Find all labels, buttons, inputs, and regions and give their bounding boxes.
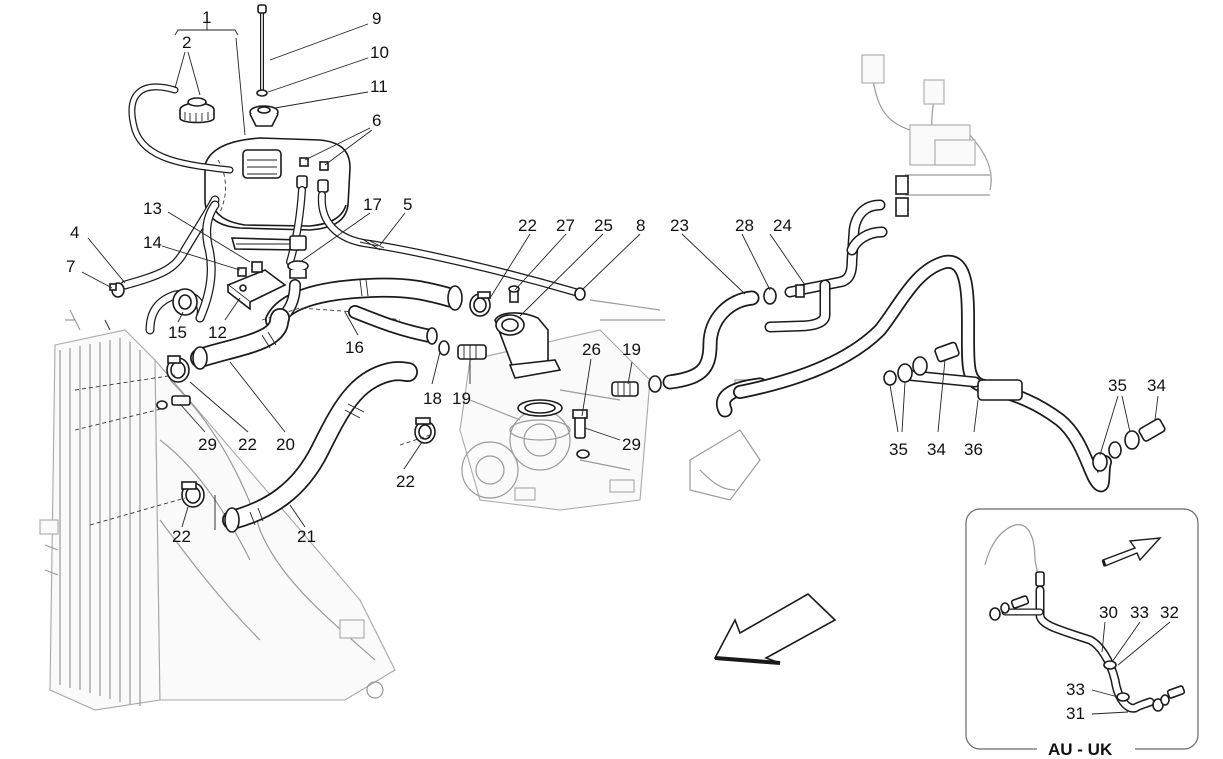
callout-34a: 34 xyxy=(927,440,946,459)
pipe-18 xyxy=(438,340,662,397)
tank-outlet-hoses xyxy=(286,186,579,296)
hose-clamps-22 xyxy=(166,291,491,508)
callout-25: 25 xyxy=(594,216,613,235)
callout-29a: 29 xyxy=(198,435,217,454)
engine-water-pump-housing xyxy=(459,299,665,511)
clamp-7 xyxy=(109,282,125,298)
callout-5: 5 xyxy=(403,195,412,214)
callout-32: 32 xyxy=(1160,603,1179,622)
bracket-12 xyxy=(226,261,287,311)
direction-arrow-large xyxy=(713,593,837,665)
heater-valve-assembly xyxy=(861,54,992,217)
callout-12: 12 xyxy=(208,323,227,342)
callout-30: 30 xyxy=(1099,603,1118,622)
callout-20: 20 xyxy=(276,435,295,454)
hose-16 xyxy=(261,277,463,345)
callout-21: 21 xyxy=(297,527,316,546)
callout-19a: 19 xyxy=(452,389,471,408)
hose-4 xyxy=(120,195,220,335)
au-uk-inset xyxy=(965,508,1199,758)
callout-22b: 22 xyxy=(238,435,257,454)
callout-8: 8 xyxy=(636,216,645,235)
callout-33b: 33 xyxy=(1066,680,1085,699)
callout-14: 14 xyxy=(143,233,162,252)
expansion-tank xyxy=(204,137,351,251)
grommet-15 xyxy=(172,288,198,316)
callout-13: 13 xyxy=(143,199,162,218)
clamp-8 xyxy=(574,287,586,301)
callout-35b: 35 xyxy=(1108,376,1127,395)
thermostat-housing xyxy=(494,285,571,441)
pipe-24 xyxy=(764,199,888,333)
callout-35a: 35 xyxy=(889,440,908,459)
callout-10: 10 xyxy=(370,43,389,62)
callout-33a: 33 xyxy=(1130,603,1149,622)
callout-17: 17 xyxy=(363,195,382,214)
callout-1: 1 xyxy=(202,8,211,27)
tank-cap xyxy=(179,97,215,124)
hose-20 xyxy=(190,308,290,370)
callout-9: 9 xyxy=(372,9,381,28)
callout-bracket-1 xyxy=(174,22,246,136)
callout-4: 4 xyxy=(70,223,79,242)
hose-21 xyxy=(222,361,418,533)
bleed-screw-and-seal xyxy=(249,4,279,127)
callout-29b: 29 xyxy=(622,435,641,454)
callout-28: 28 xyxy=(735,216,754,235)
vent-hose xyxy=(128,83,234,174)
callout-26: 26 xyxy=(582,340,601,359)
callout-22d: 22 xyxy=(172,527,191,546)
inset-title: AU - UK xyxy=(1048,740,1113,759)
callout-6: 6 xyxy=(372,111,381,130)
callout-34b: 34 xyxy=(1147,376,1166,395)
callout-23: 23 xyxy=(670,216,689,235)
radiator xyxy=(39,309,396,711)
callout-36: 36 xyxy=(964,440,983,459)
callout-22c: 22 xyxy=(396,472,415,491)
callout-24: 24 xyxy=(773,216,792,235)
callout-27: 27 xyxy=(556,216,575,235)
callout-leaders xyxy=(81,23,1171,715)
connector-17 xyxy=(287,235,309,279)
callout-11: 11 xyxy=(370,77,388,96)
dashed-leaders xyxy=(74,319,431,530)
callout-31: 31 xyxy=(1066,704,1085,723)
tank-hose-clamps xyxy=(296,157,329,193)
callout-19b: 19 xyxy=(622,340,641,359)
fittings-34-35 xyxy=(883,341,1166,472)
callout-22a: 22 xyxy=(518,216,537,235)
hose-36 xyxy=(733,254,1112,493)
callout-18: 18 xyxy=(423,389,442,408)
temperature-sensors xyxy=(156,395,590,459)
callout-2: 2 xyxy=(182,33,191,52)
callout-15: 15 xyxy=(168,323,187,342)
callout-16: 16 xyxy=(345,338,364,357)
callout-7: 7 xyxy=(66,257,75,276)
callout-labels: 1 2 9 10 11 6 13 14 4 7 15 12 17 5 16 22… xyxy=(66,8,1179,759)
